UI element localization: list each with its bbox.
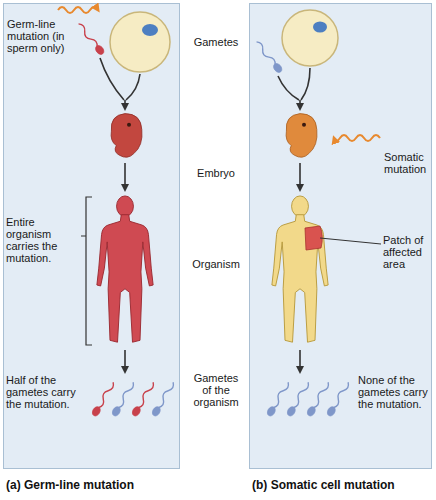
stage-label: Embryo xyxy=(185,167,247,179)
panel-heading: (a) Germ-line mutation xyxy=(6,478,206,492)
gamete-row xyxy=(266,380,351,417)
flow-arrow xyxy=(278,76,299,100)
mutation-wave xyxy=(334,135,380,141)
flow-arrow xyxy=(301,68,310,100)
panel-text: Germ-line mutation (in sperm only) xyxy=(7,18,75,54)
bracket xyxy=(81,197,92,345)
panel: Germ-line mutation (in sperm only) Entire… xyxy=(3,3,180,469)
flow-arrow xyxy=(124,163,126,190)
panel-text: Somatic mutation xyxy=(384,151,432,175)
flow-arrow xyxy=(299,350,301,372)
flow-arrow xyxy=(299,100,301,109)
panel-heading: (b) Somatic cell mutation xyxy=(252,478,436,492)
panel-text: Half of the gametes carry the mutation. xyxy=(6,374,86,410)
flow-arrow xyxy=(299,163,301,190)
embryo xyxy=(286,114,317,158)
leader-line xyxy=(320,238,381,244)
panel: Somatic mutationPatch of affected areaNo… xyxy=(249,3,432,469)
panel-text: None of the gametes carry the mutation. xyxy=(358,374,432,410)
stage-label: Gametes of the organism xyxy=(190,372,242,408)
organism-figure xyxy=(272,196,328,342)
stage-label: Gametes xyxy=(185,36,247,48)
embryo xyxy=(111,114,142,158)
panel-text: Patch of affected area xyxy=(383,234,433,270)
organism-figure xyxy=(97,196,153,342)
flow-arrow xyxy=(124,350,126,372)
flow-arrow xyxy=(126,74,140,100)
affected-patch xyxy=(305,226,322,250)
gamete-row xyxy=(91,380,176,417)
flow-arrow xyxy=(124,100,126,109)
sperm-mutant xyxy=(76,22,106,56)
panel-text: Entire organism carries the mutation. xyxy=(6,216,82,264)
mutation-wave xyxy=(58,7,98,13)
egg-cell xyxy=(282,10,338,66)
flow-arrow xyxy=(100,58,124,100)
sperm-normal xyxy=(254,40,284,74)
egg-cell xyxy=(110,12,170,72)
stage-label: Organism xyxy=(185,258,247,270)
